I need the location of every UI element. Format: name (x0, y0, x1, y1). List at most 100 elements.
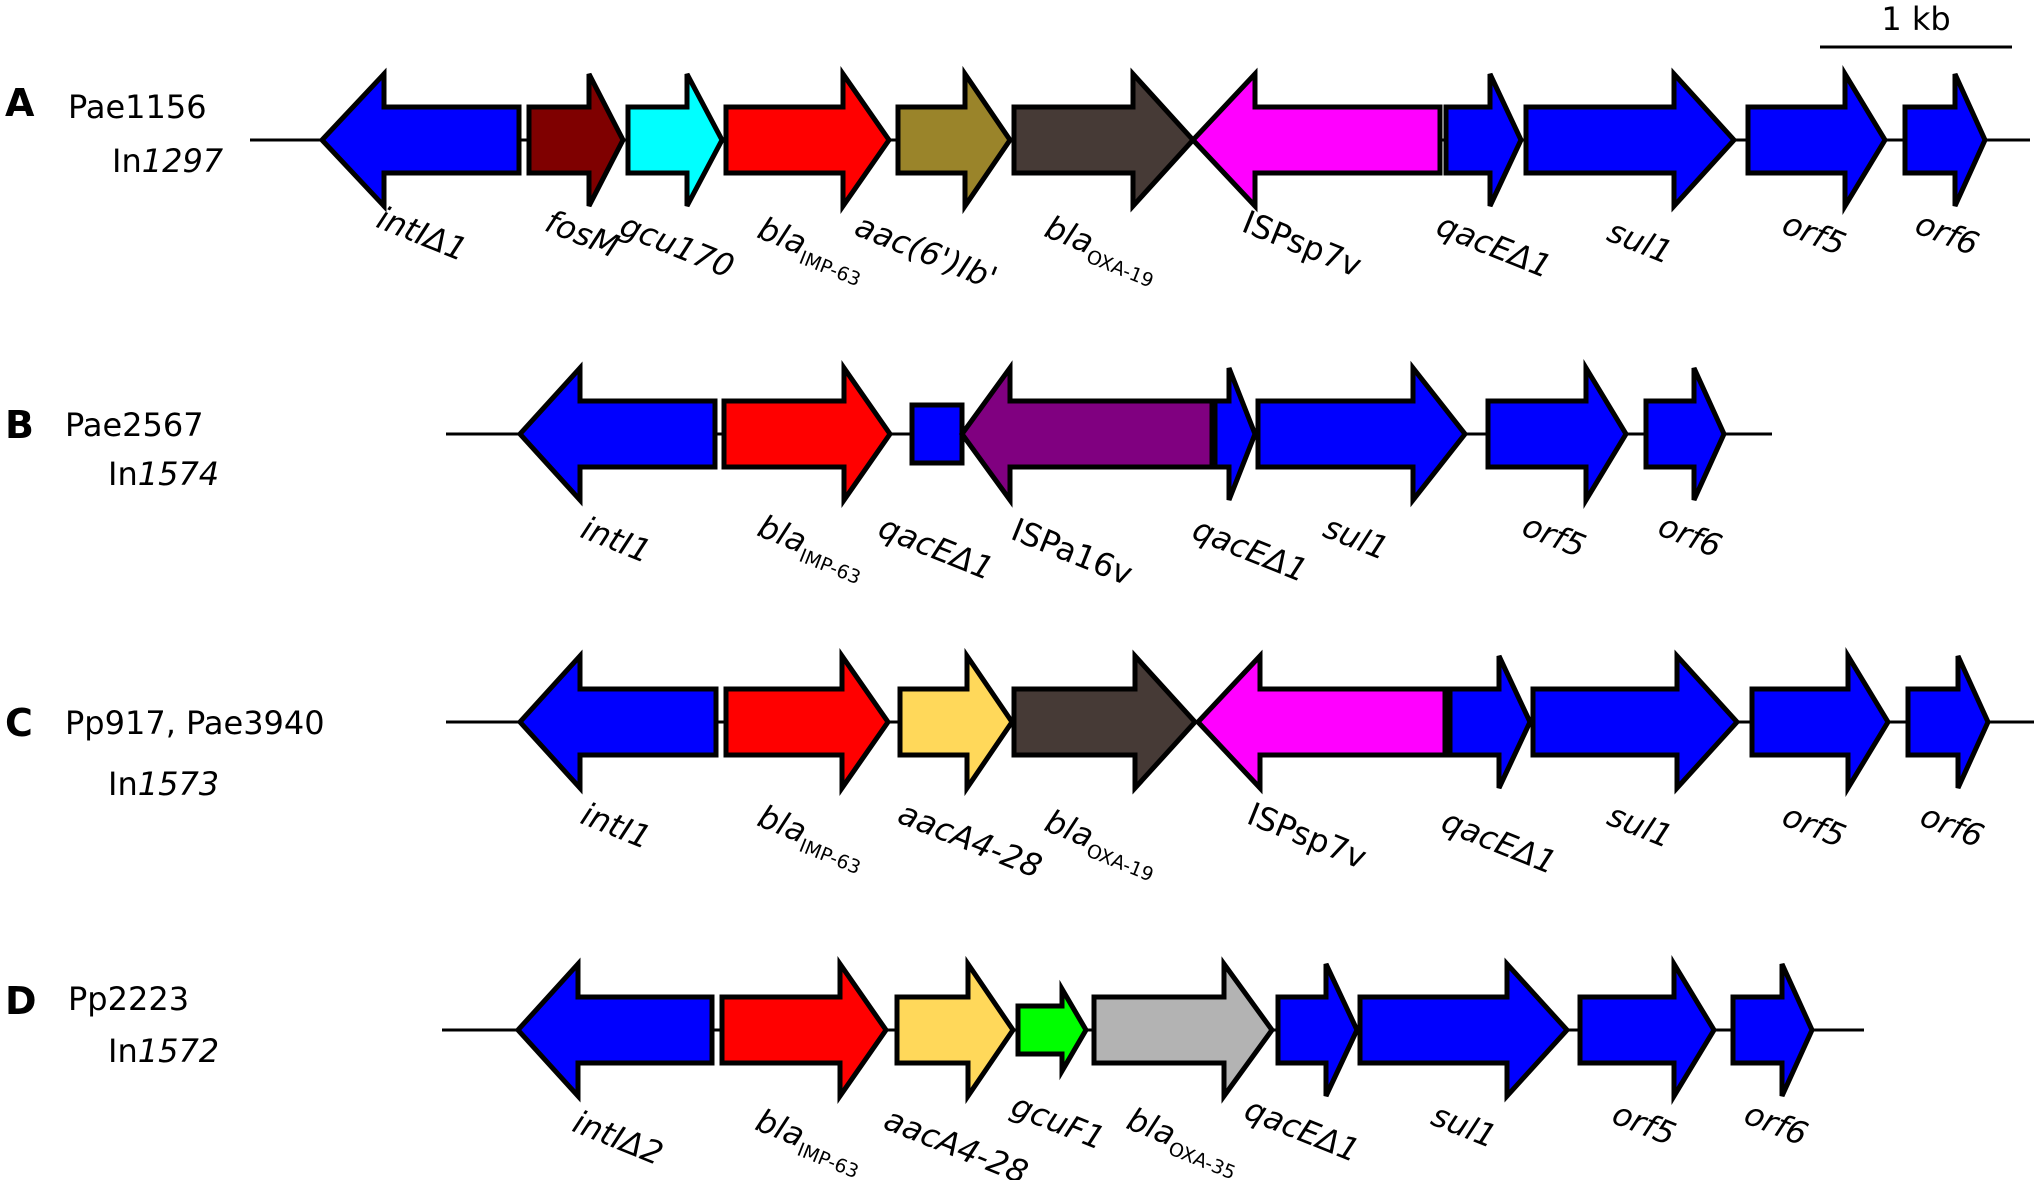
gene-label-qace-1: qacEΔ1 (1239, 1090, 1364, 1170)
gene-label-qace-1: qacEΔ1 (873, 508, 998, 588)
strain-name: Pp917, Pae3940 (65, 704, 325, 742)
gene-arrow-ispsp7v (1189, 67, 1443, 213)
gene-arrow-sul1 (1357, 957, 1571, 1103)
gene-arrow-orf5 (1749, 647, 1891, 797)
panel-letter: C (5, 701, 33, 745)
gene-arrow-bla-oxa-19 (1011, 649, 1199, 795)
gene-arrow-orf6 (1730, 962, 1815, 1098)
gene-label-gcuf1: gcuF1 (1006, 1086, 1110, 1158)
gene-name: orf6 (1910, 204, 1984, 263)
gene-subscript: IMP-63 (796, 247, 864, 291)
gene-subscript: OXA-19 (1083, 246, 1156, 293)
strain-name: Pae2567 (65, 406, 204, 444)
gene-label-bla-imp-63: blaIMP-63 (749, 1101, 870, 1180)
gene-name: gcu170 (615, 206, 740, 286)
gene-name: orf6 (1915, 796, 1989, 855)
gene-label-bla-imp-63: blaIMP-63 (751, 507, 872, 589)
panel-letter: D (5, 979, 37, 1023)
gene-arrow-bla-imp-63 (721, 360, 894, 508)
gene-label-bla-oxa-19: blaOXA-19 (1038, 208, 1165, 293)
gene-subscript: IMP-63 (796, 835, 864, 879)
gene-label-orf6: orf6 (1910, 204, 1984, 263)
gene-name: intIΔ2 (568, 1103, 669, 1173)
gene-label-aac-6-ib: aac(6')Ib' (850, 206, 1003, 297)
gene-arrow-orf5 (1577, 955, 1717, 1105)
gene-label-sul1: sul1 (1602, 796, 1678, 856)
gene-arrow-ispa16v (958, 360, 1215, 508)
gene-name: orf6 (1653, 506, 1727, 565)
gene-arrow-qace-1 (909, 402, 965, 466)
panel-b-header: B Pae2567 In1574 (5, 403, 219, 493)
gene-label-orf6: orf6 (1739, 1094, 1813, 1153)
gene-name: qacEΔ1 (1239, 1090, 1364, 1170)
gene-name: qacEΔ1 (873, 508, 998, 588)
gene-name: sul1 (1318, 508, 1394, 568)
gene-name: qacEΔ1 (1187, 510, 1312, 590)
gene-arrow-orf5 (1745, 65, 1888, 215)
gene-name: aac(6')Ib' (850, 206, 1003, 297)
gene-label-inti1: intI1 (576, 795, 657, 857)
gene-arrow-ispsp7v (1194, 649, 1448, 795)
gene-name: fosM (540, 202, 624, 265)
gene-label-sul1: sul1 (1426, 1096, 1502, 1156)
gene-name: ISPsp7v (1242, 795, 1372, 877)
gene-arrow-fosm (526, 72, 626, 208)
gene-arrow-qace-1 (1443, 72, 1524, 208)
gene-name: intI1 (576, 509, 657, 571)
gene-arrow-qace-1 (1275, 962, 1360, 1098)
gene-label-orf6: orf6 (1915, 796, 1989, 855)
gene-arrow-orf6 (1905, 654, 1991, 790)
gene-name: intIΔ1 (372, 199, 473, 269)
scale-bar: 1 kb (1820, 0, 2012, 49)
gene-name: orf5 (1607, 1094, 1681, 1153)
gene-arrow-inti-1 (318, 67, 522, 213)
gene-label-orf5: orf5 (1777, 796, 1851, 855)
gene-label-orf5: orf5 (1517, 506, 1591, 565)
gene-name: qacEΔ1 (1436, 802, 1561, 882)
gene-subscript: IMP-63 (796, 545, 864, 589)
gene-name: orf5 (1777, 204, 1851, 263)
gene-arrow-bla-imp-63 (723, 66, 893, 214)
integron-prefix: In (112, 142, 142, 180)
gene-subscript: OXA-19 (1083, 840, 1156, 887)
gene-arrow-aaca4-28 (897, 647, 1016, 797)
gene-name: gcuF1 (1006, 1086, 1110, 1158)
gene-name: qacEΔ1 (1431, 206, 1556, 286)
strain-name: Pp2223 (68, 980, 189, 1018)
gene-label-bla-oxa-35: blaOXA-35 (1120, 1100, 1247, 1180)
gene-subscript: OXA-35 (1165, 1138, 1238, 1180)
gene-arrow-orf6 (1643, 366, 1727, 502)
gene-label-sul1: sul1 (1602, 212, 1678, 272)
integron-number: 1572 (138, 1032, 219, 1070)
gene-label-ispsp7v: ISPsp7v (1237, 203, 1367, 285)
gene-arrow-bla-oxa-19 (1011, 67, 1197, 213)
panel-d-header: D Pp2223 In1572 (5, 979, 219, 1070)
integron-prefix: In (108, 765, 138, 803)
gene-label-gcu170: gcu170 (615, 206, 740, 286)
panel-a-header: A Pae1156 In1297 (5, 81, 224, 180)
gene-arrow-aaca4-28 (894, 955, 1017, 1105)
integron-prefix: In (108, 1032, 138, 1070)
gene-name: ISPsp7v (1237, 203, 1367, 285)
integron-name: In1572 (108, 1032, 219, 1070)
panel-letter: A (5, 81, 35, 125)
integron-name: In1573 (108, 765, 219, 803)
scale-bar-label: 1 kb (1881, 0, 1950, 38)
gene-label-qace-1: qacEΔ1 (1187, 510, 1312, 590)
panel-letter: B (5, 403, 34, 447)
gene-name: sul1 (1426, 1096, 1502, 1156)
integron-prefix: In (108, 455, 138, 493)
gene-label-inti-1: intIΔ1 (372, 199, 473, 269)
gene-arrow-orf5 (1485, 359, 1629, 509)
gene-arrow-gcu170 (625, 72, 725, 208)
gene-arrow-qace-1 (1447, 654, 1533, 790)
gene-label-orf5: orf5 (1607, 1094, 1681, 1153)
gene-arrow-gcuf1 (1015, 979, 1089, 1081)
gene-arrow-qace-1 (1212, 367, 1258, 501)
gene-label-bla-oxa-19: blaOXA-19 (1038, 802, 1165, 887)
gene-arrow-bla-oxa-35 (1091, 956, 1276, 1104)
